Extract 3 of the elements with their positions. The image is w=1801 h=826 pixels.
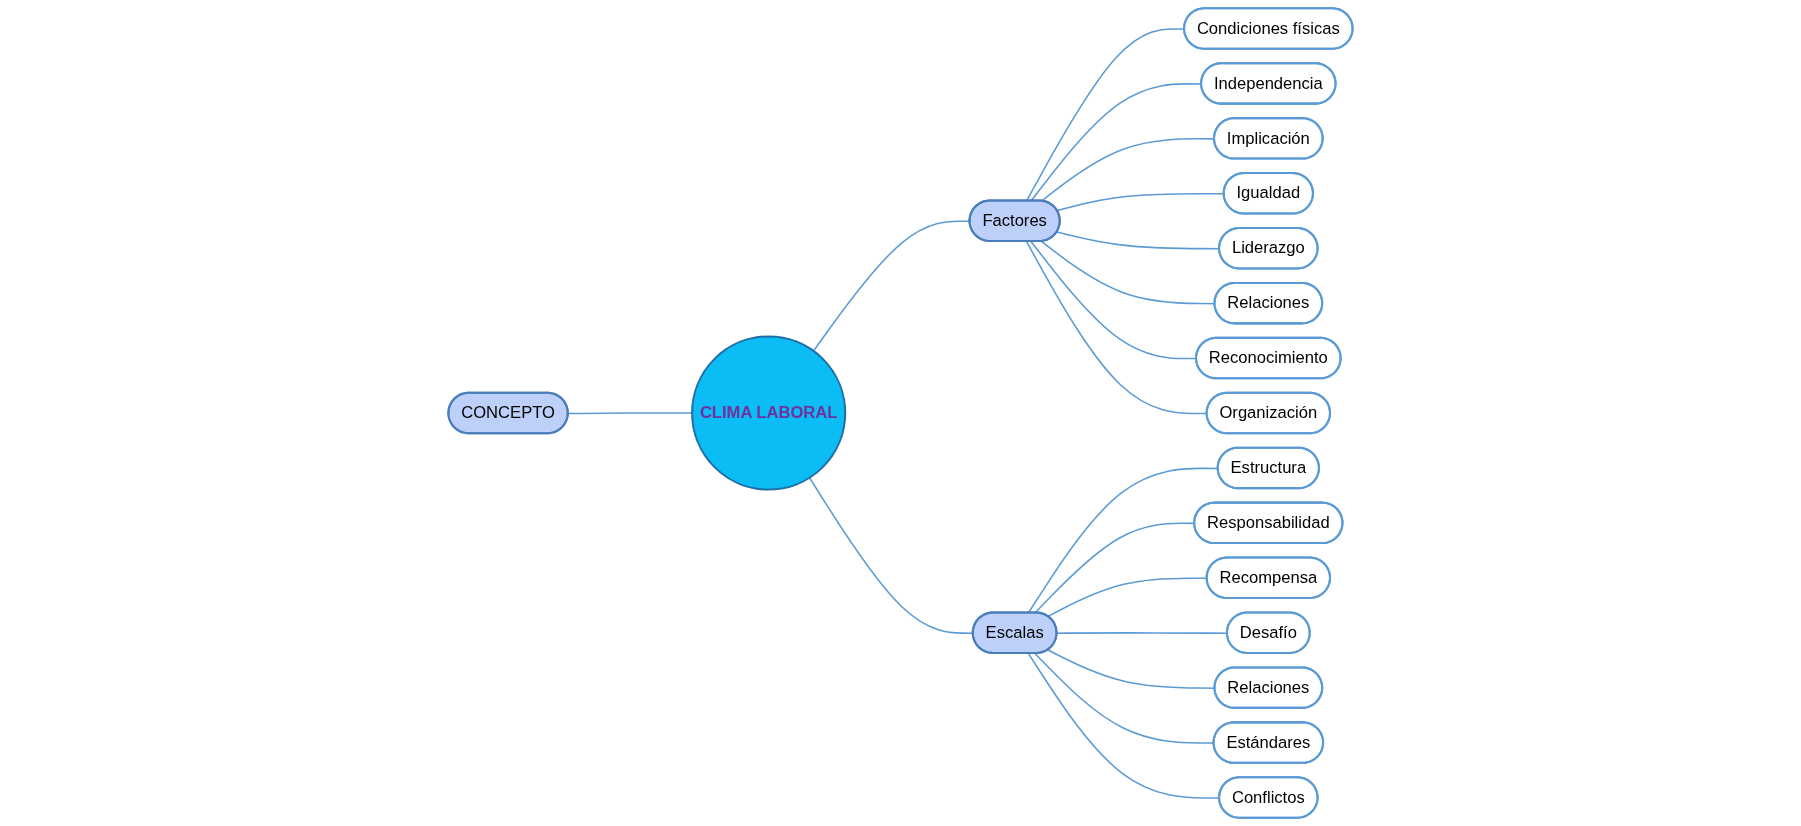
connector [567,412,693,415]
connector [1056,632,1229,634]
node-circle: CLIMA LABORAL [691,335,847,491]
